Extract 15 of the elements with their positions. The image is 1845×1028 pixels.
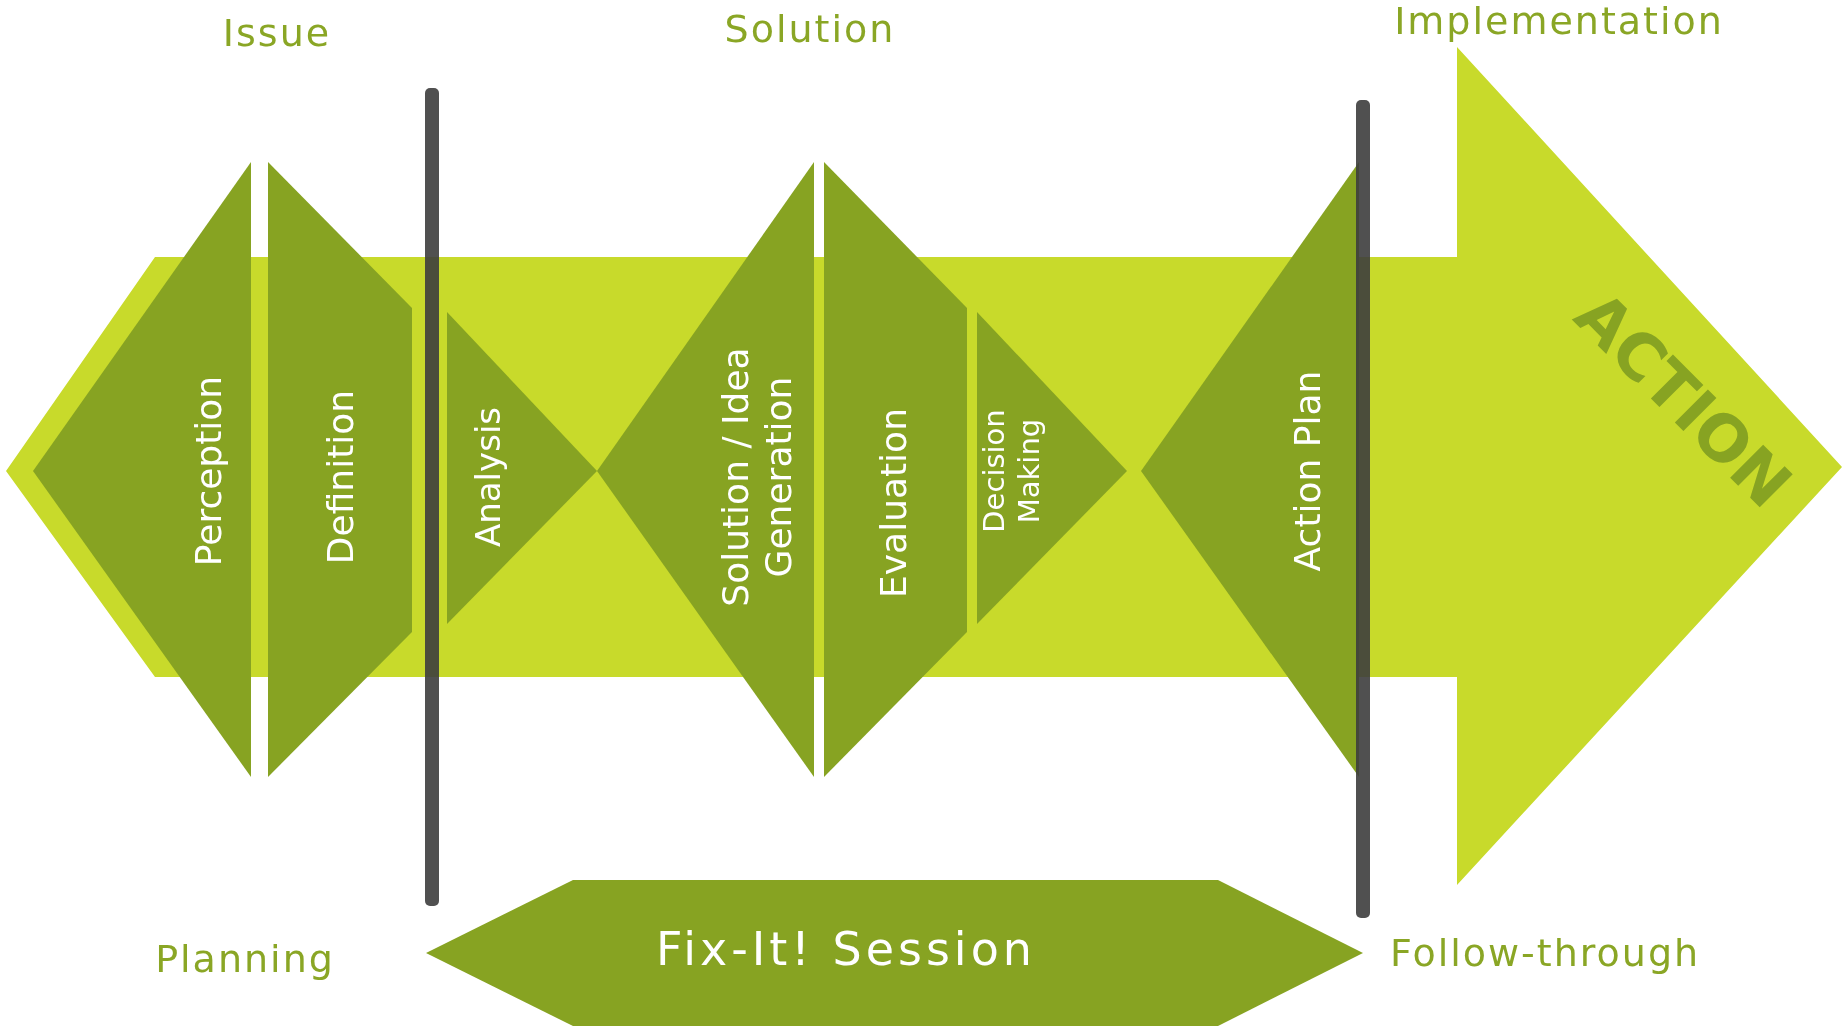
stage-label: Solution (724, 7, 896, 51)
node-label: Solution / Idea Generation (713, 346, 800, 609)
stage-label: Follow-through (1389, 931, 1701, 975)
node-label: Fix-It! Session (655, 922, 1037, 978)
node-label: Decision Making (977, 408, 1047, 535)
stage-label: Planning (155, 937, 335, 981)
hexagon-shape (426, 880, 1363, 1026)
node-label: Action Plan (1286, 369, 1330, 574)
arrow-shape (6, 47, 1842, 885)
stage-label: Implementation (1394, 0, 1724, 43)
node-label: Analysis (467, 405, 509, 550)
stage-label: Issue (222, 11, 332, 55)
node-label: Definition (319, 388, 363, 567)
node-label: Evaluation (872, 407, 916, 600)
node-label: Perception (187, 374, 231, 569)
